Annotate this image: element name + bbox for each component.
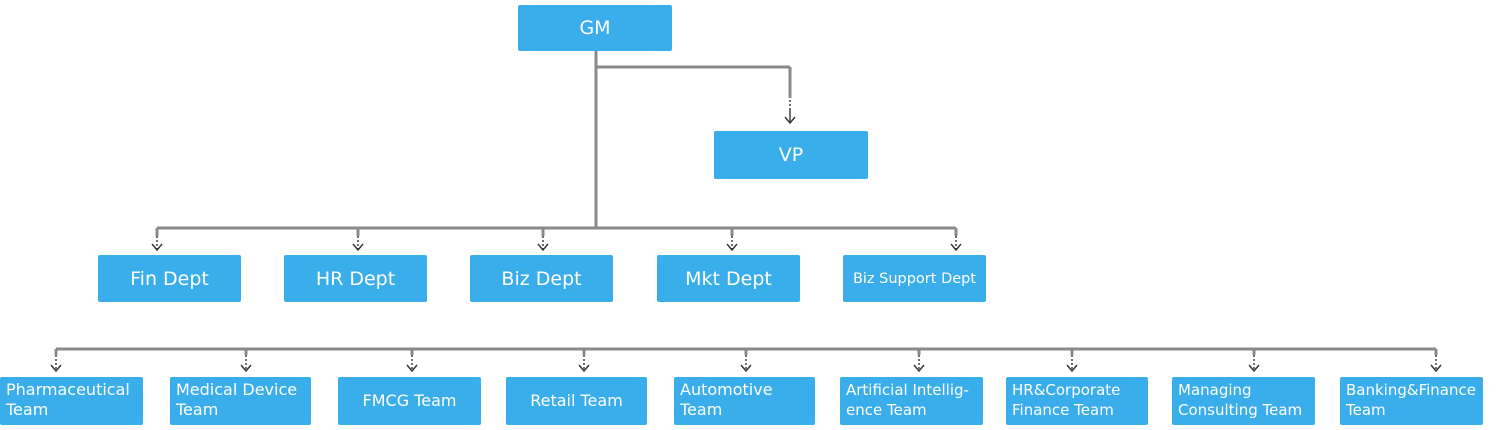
node-team[interactable]: HR&Corporate Finance Team: [1006, 377, 1148, 425]
arrow-icon: [1066, 355, 1078, 373]
node-dept[interactable]: Biz Dept: [470, 255, 613, 302]
arrow-icon: [913, 355, 925, 373]
team-line: Team: [176, 400, 219, 419]
arrow-icon: [151, 236, 163, 252]
team-line: ence Team: [846, 401, 927, 419]
node-team[interactable]: Automotive Team: [674, 377, 815, 425]
arrow-icon: [240, 355, 252, 373]
arrow-icon: [1248, 355, 1260, 373]
team-line: Team: [1346, 401, 1386, 419]
arrow-icon: [784, 100, 796, 125]
team-line: Artificial Intellig-: [846, 381, 969, 399]
node-dept[interactable]: Mkt Dept: [657, 255, 800, 302]
node-team[interactable]: Medical Device Team: [170, 377, 311, 425]
node-team[interactable]: Retail Team: [506, 377, 647, 425]
team-line: Consulting Team: [1178, 401, 1303, 419]
node-gm[interactable]: GM: [518, 5, 672, 51]
team-line: Pharmaceutical: [6, 380, 130, 399]
team-line: Medical Device: [176, 380, 298, 399]
team-line: Automotive: [680, 380, 773, 399]
arrow-icon: [950, 236, 962, 252]
team-line: Banking&Finance: [1346, 381, 1476, 399]
node-team[interactable]: FMCG Team: [338, 377, 481, 425]
team-line: Retail Team: [530, 391, 623, 410]
node-team[interactable]: Artificial Intellig- ence Team: [840, 377, 983, 425]
arrow-icon: [1430, 355, 1442, 373]
node-dept[interactable]: HR Dept: [284, 255, 427, 302]
team-line: Managing: [1178, 381, 1252, 399]
node-dept[interactable]: Biz Support Dept: [843, 255, 986, 302]
arrow-icon: [740, 355, 752, 373]
team-line: HR&Corporate: [1012, 381, 1121, 399]
arrow-icon: [726, 236, 738, 252]
team-line: Finance Team: [1012, 401, 1114, 419]
team-line: Team: [6, 400, 49, 419]
arrow-icon: [352, 236, 364, 252]
arrow-icon: [406, 355, 418, 373]
node-vp[interactable]: VP: [714, 131, 868, 179]
node-team[interactable]: Pharmaceutical Team: [0, 377, 143, 425]
node-team[interactable]: Banking&Finance Team: [1340, 377, 1483, 425]
node-dept[interactable]: Fin Dept: [98, 255, 241, 302]
team-line: FMCG Team: [362, 391, 457, 410]
arrow-icon: [537, 236, 549, 252]
arrow-icon: [50, 355, 62, 373]
arrow-icon: [578, 355, 590, 373]
team-line: Team: [680, 400, 723, 419]
node-team[interactable]: Managing Consulting Team: [1172, 377, 1315, 425]
